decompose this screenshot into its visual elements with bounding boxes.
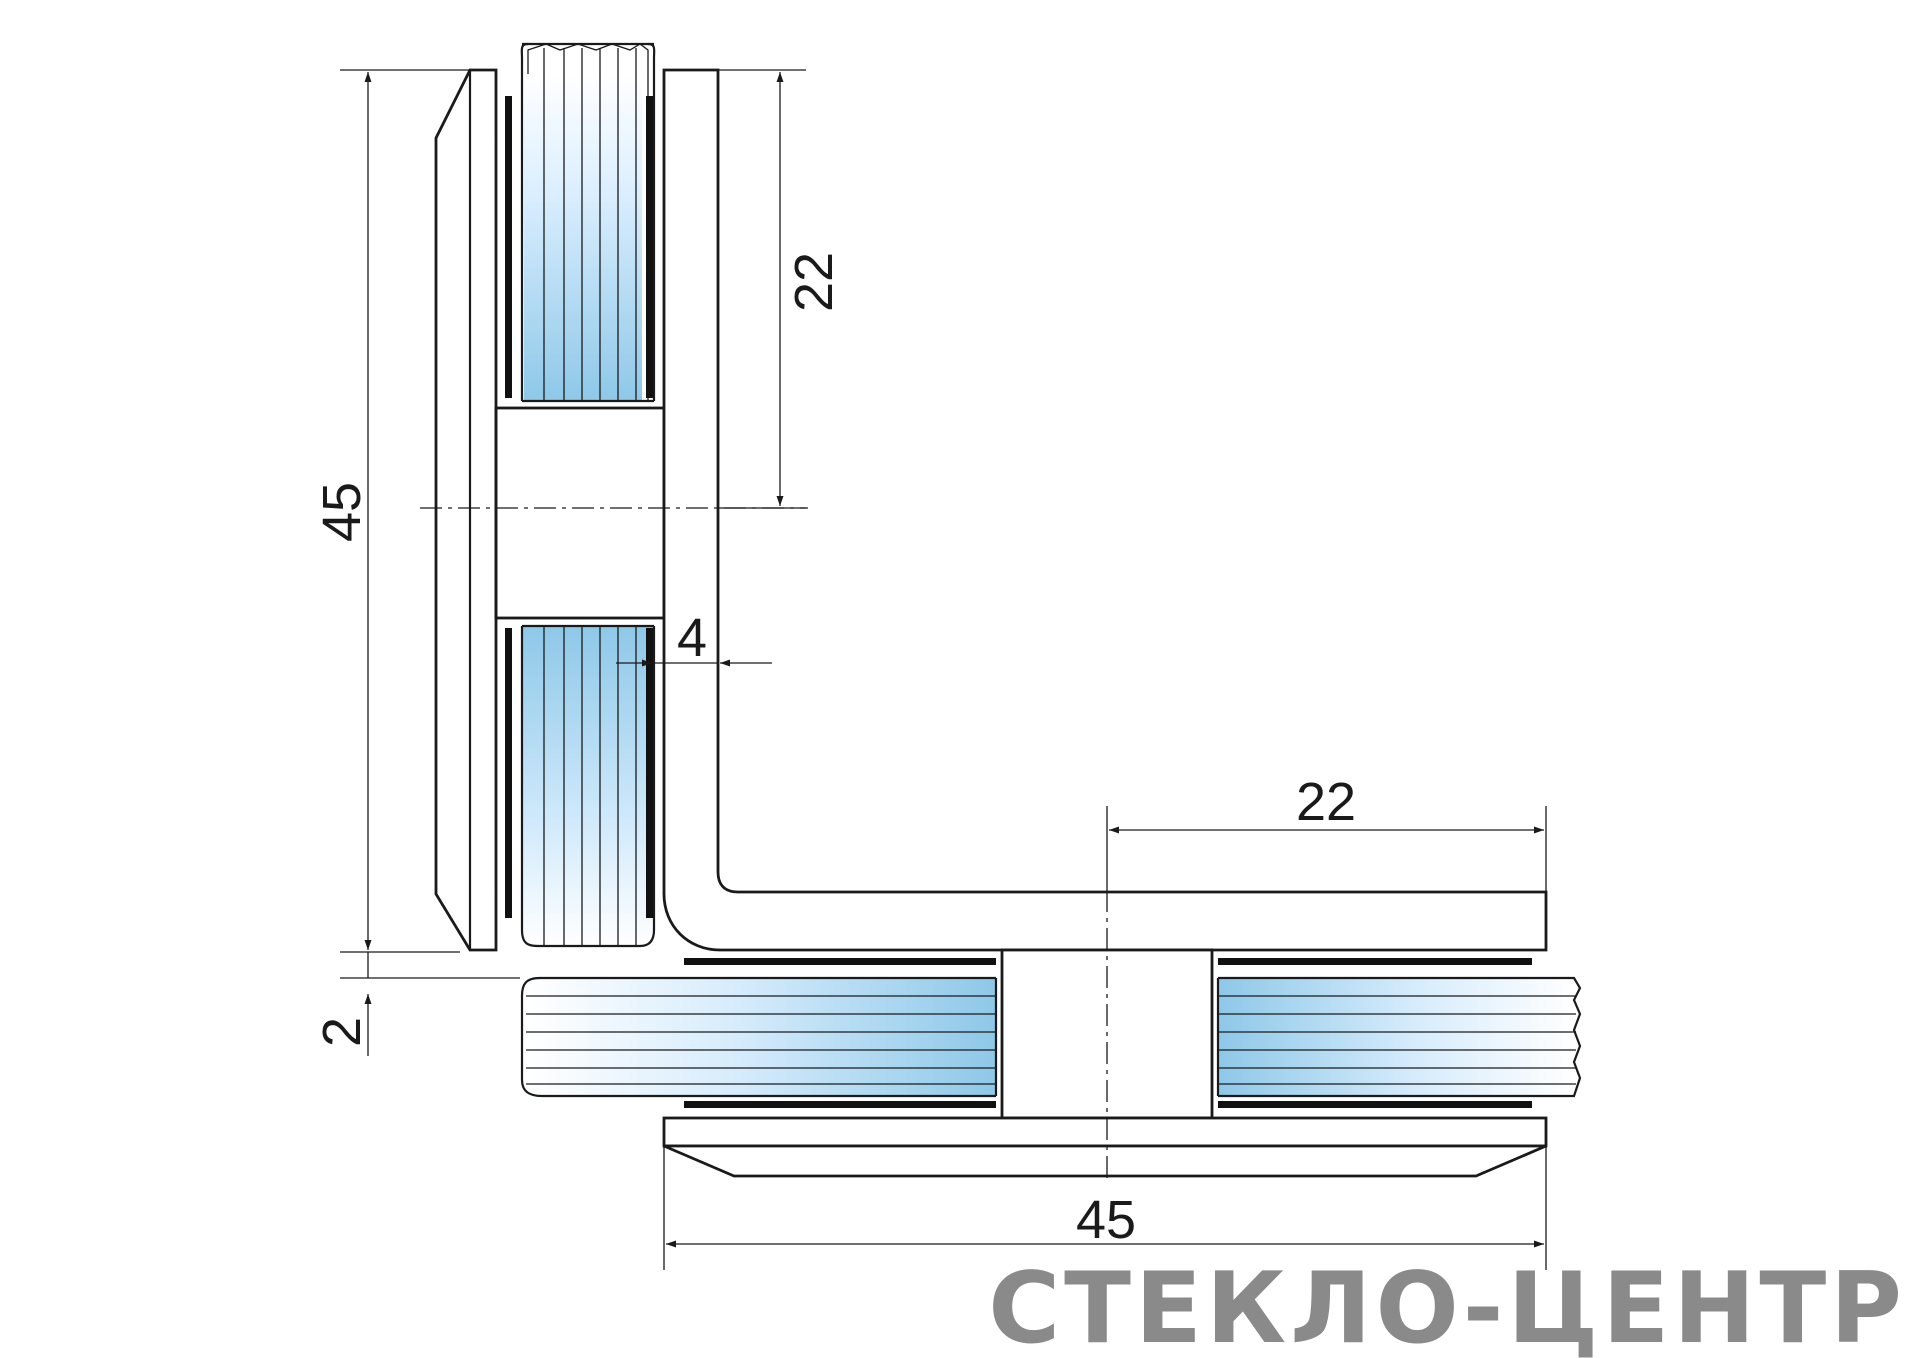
dimension-glass-offset: 2	[312, 1017, 372, 1047]
dimension-overall-vertical: 45	[312, 482, 372, 542]
dimension-right-leg: 22	[1296, 772, 1356, 832]
l-shaped-corner-profile	[662, 68, 1548, 952]
horizontal-gaskets	[684, 958, 1532, 1108]
dimension-plate-gap: 4	[677, 608, 707, 668]
vertical-bolt-spacer	[494, 406, 666, 620]
vertical-glass-panel	[520, 42, 656, 948]
vertical-outer-plate	[434, 68, 498, 952]
vertical-gaskets	[505, 96, 653, 918]
horizontal-outer-plate	[662, 1116, 1548, 1178]
horizontal-glass-panel	[520, 976, 1582, 1098]
brand-watermark: СТЕКЛО-ЦЕНТР	[988, 1252, 1906, 1358]
dimension-overall-horizontal: 45	[1076, 1190, 1136, 1250]
dimension-upper-leg: 22	[784, 252, 844, 312]
dimension-lines	[340, 69, 1547, 1270]
